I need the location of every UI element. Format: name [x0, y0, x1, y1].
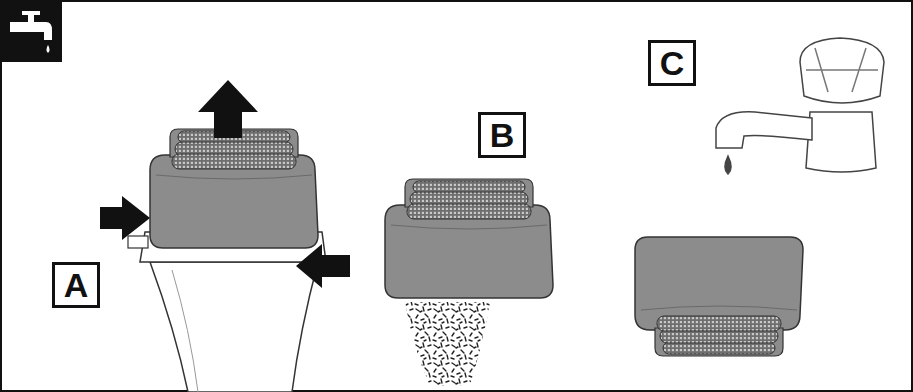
label-box: C	[648, 40, 696, 86]
tap-icon	[0, 0, 62, 62]
press-arrow	[296, 244, 350, 288]
label-box: B	[478, 112, 526, 158]
faucet	[716, 38, 884, 174]
press-arrow	[100, 196, 150, 240]
shaver-a	[100, 80, 350, 392]
shaver-head-c	[635, 237, 803, 356]
shaver-head-b	[385, 179, 553, 386]
step-letter: C	[660, 46, 685, 80]
hair-debris	[405, 302, 490, 386]
step-letter: A	[64, 268, 89, 302]
step-letter: B	[490, 118, 515, 152]
label-box: A	[52, 262, 100, 308]
lift-arrow	[198, 80, 258, 138]
